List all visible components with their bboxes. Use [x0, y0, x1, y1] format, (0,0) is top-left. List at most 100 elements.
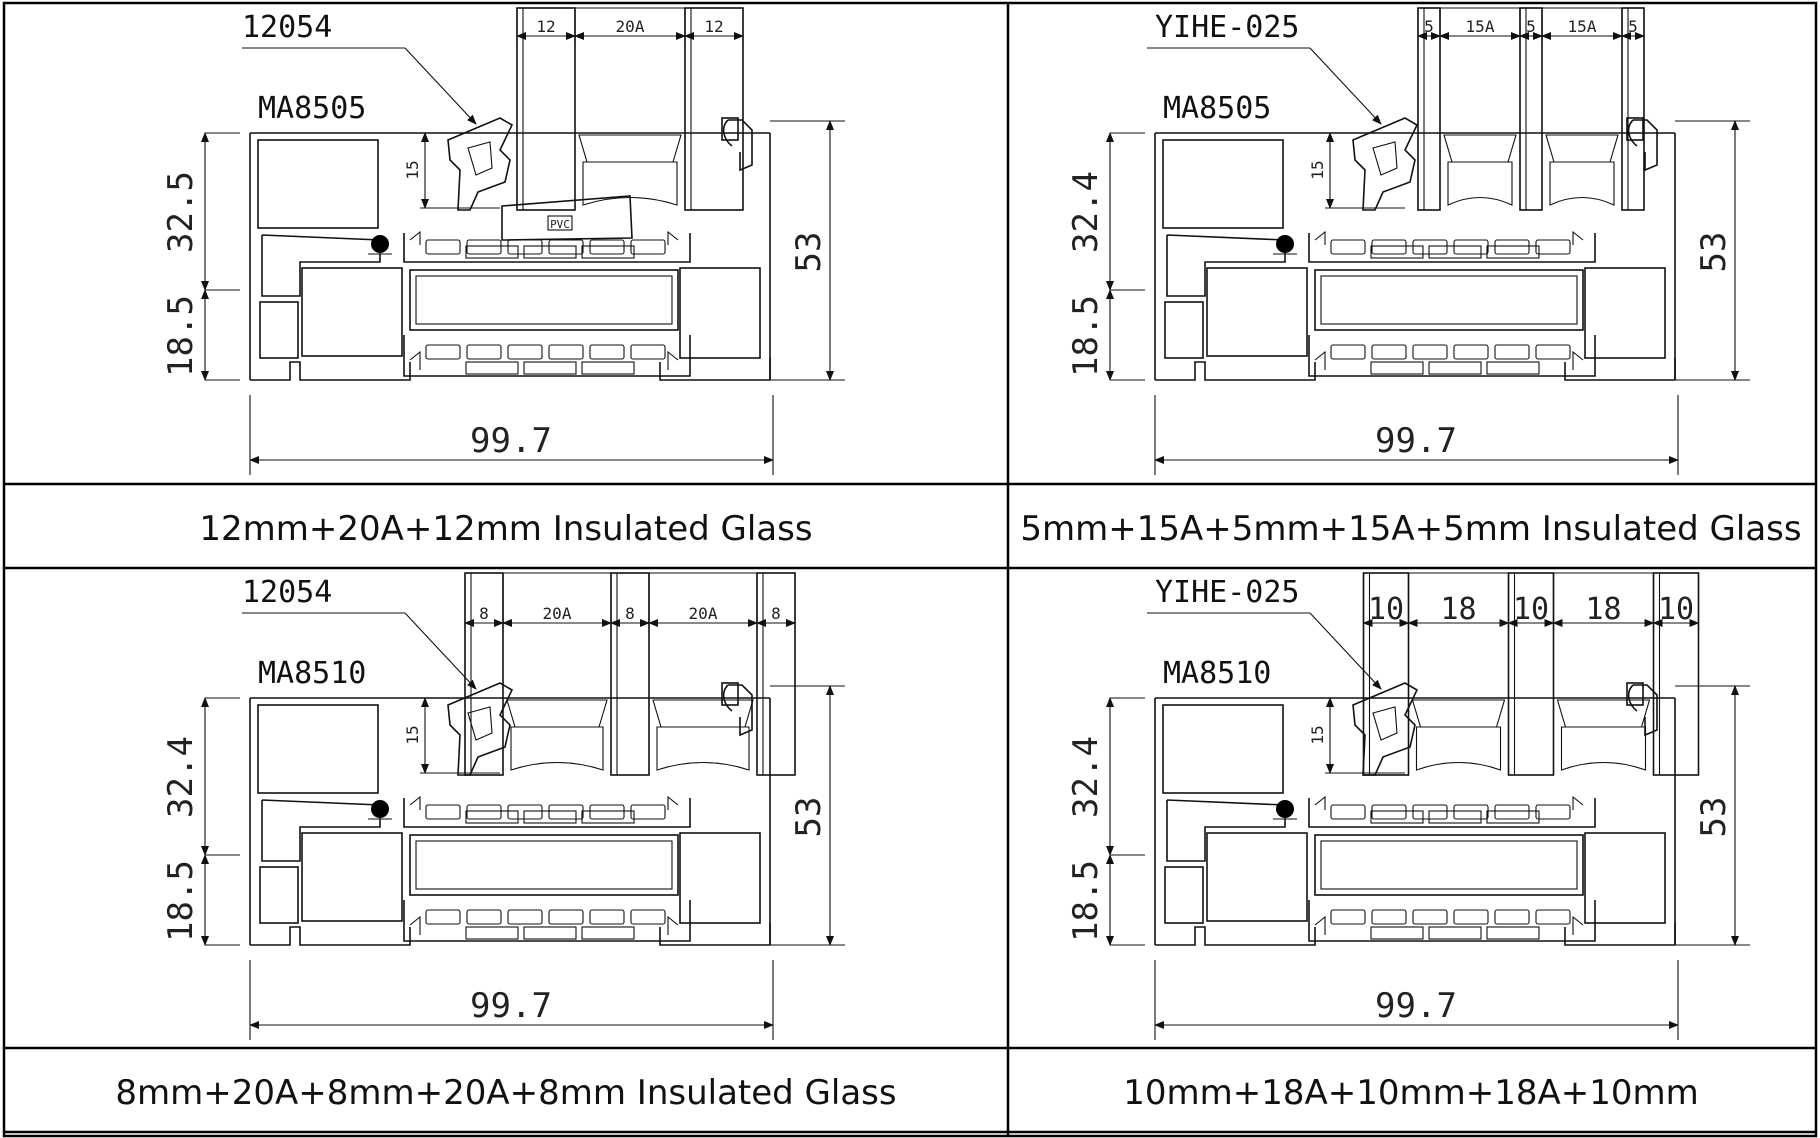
sealant	[582, 161, 678, 206]
gasket-label: 12054	[242, 575, 332, 610]
glass-dimension-text: 8	[771, 604, 781, 623]
caption-bottom-left: 8mm+20A+8mm+20A+8mm Insulated Glass	[115, 1073, 896, 1113]
glass-pane	[1507, 572, 1555, 776]
glass-pane	[1519, 7, 1543, 211]
glass-dimension-text: 5	[1424, 17, 1434, 36]
thermal-break	[1314, 834, 1584, 896]
chamber-cell	[1412, 239, 1448, 255]
dimension-text-upper: 32.4	[161, 736, 201, 818]
frame-chamber	[301, 832, 403, 922]
roller-pin	[371, 235, 389, 253]
chamber-cell	[1486, 926, 1540, 940]
dimension-text-bead: 15	[1308, 725, 1327, 744]
chamber-cell	[581, 810, 635, 824]
glass-pane	[516, 7, 576, 211]
chamber-cell	[630, 239, 666, 255]
chamber-cell	[1535, 239, 1571, 255]
glass-dimension-text: 8	[625, 604, 635, 623]
dimension-text-height: 53	[789, 232, 829, 273]
frame-outline	[249, 132, 771, 380]
chamber-cell	[581, 926, 635, 940]
dimension-text-height: 53	[789, 797, 829, 838]
setting-block-tag	[547, 215, 573, 231]
leader-line	[404, 47, 477, 125]
sash-rail	[1308, 798, 1596, 828]
sash-hook	[1314, 230, 1584, 245]
sash-hook	[261, 799, 381, 862]
frame-chamber	[1162, 139, 1284, 229]
caption-top-left: 12mm+20A+12mm Insulated Glass	[199, 509, 812, 549]
chamber-cell	[1371, 909, 1407, 925]
caption-top-right: 5mm+15A+5mm+15A+5mm Insulated Glass	[1020, 509, 1801, 549]
setting-block-label: PVC	[550, 218, 570, 231]
frame-outline	[1154, 132, 1676, 380]
roller-pin	[371, 800, 389, 818]
chamber-cell	[465, 810, 519, 824]
chamber-cell	[1486, 361, 1540, 375]
chamber-cell	[1428, 361, 1482, 375]
glazing-bead	[447, 682, 514, 776]
chamber-cell	[589, 344, 625, 360]
glass-pane	[1417, 7, 1441, 211]
frame-chamber	[679, 832, 761, 924]
dimension-text-bead: 15	[403, 725, 422, 744]
gasket-label: YIHE-025	[1155, 575, 1300, 610]
chamber-cell	[466, 909, 502, 925]
sash-hook	[1314, 795, 1584, 810]
chamber-cell	[1412, 909, 1448, 925]
chamber-cell	[1494, 804, 1530, 820]
glass-dimension-text: 20A	[689, 604, 718, 623]
chamber-cell	[466, 344, 502, 360]
gasket-label: 12054	[242, 10, 332, 45]
sealant	[510, 726, 604, 771]
frame-outline	[1154, 697, 1676, 945]
chamber-cell	[1412, 344, 1448, 360]
glass-dimension-text: 10	[1368, 592, 1404, 627]
glass-dimension-text: 10	[1658, 592, 1694, 627]
chamber-cell	[1453, 909, 1489, 925]
sealant	[1447, 161, 1513, 206]
frame-chamber	[1206, 832, 1308, 922]
frame-chamber	[1164, 301, 1204, 359]
chamber-cell	[425, 344, 461, 360]
dimension-text-upper: 32.4	[1066, 736, 1106, 818]
sealant	[1415, 726, 1502, 771]
chamber-cell	[1486, 810, 1540, 824]
glazing-bead-chamber	[467, 706, 493, 741]
roller-pin	[1276, 800, 1294, 818]
frame-chamber	[1584, 832, 1666, 924]
dimension-text-width: 99.7	[1375, 986, 1457, 1026]
right-gasket-brush	[721, 117, 739, 141]
chamber-cell	[1412, 804, 1448, 820]
chamber-cell	[548, 909, 584, 925]
right-gasket	[728, 684, 753, 737]
right-gasket	[722, 684, 733, 712]
chamber-cell	[1370, 810, 1424, 824]
right-gasket	[722, 119, 733, 147]
chamber-cell	[548, 804, 584, 820]
thermal-break-inner	[415, 840, 673, 890]
chamber-cell	[507, 239, 543, 255]
chamber-cell	[523, 926, 577, 940]
glazing-bead-chamber	[467, 141, 493, 176]
spacer-bar	[1443, 134, 1517, 163]
glazing-bead-chamber	[1372, 706, 1398, 741]
chamber-cell	[1494, 239, 1530, 255]
frame-chamber	[257, 704, 379, 794]
glass-dimension-text: 12	[536, 17, 555, 36]
profile-label: MA8505	[258, 91, 366, 126]
chamber-cell	[1330, 804, 1366, 820]
glass-dimension-text: 15A	[1568, 17, 1597, 36]
frame-base	[250, 923, 771, 946]
sash-hook	[409, 795, 679, 810]
frame-base	[250, 358, 771, 381]
chamber-cell	[630, 344, 666, 360]
chamber-cell	[1428, 810, 1482, 824]
glass-dimension-text: 5	[1628, 17, 1638, 36]
chamber-cell	[1494, 909, 1530, 925]
sash-rail	[403, 900, 691, 942]
glass-dimension-text: 5	[1526, 17, 1536, 36]
chamber-cell	[1453, 804, 1489, 820]
